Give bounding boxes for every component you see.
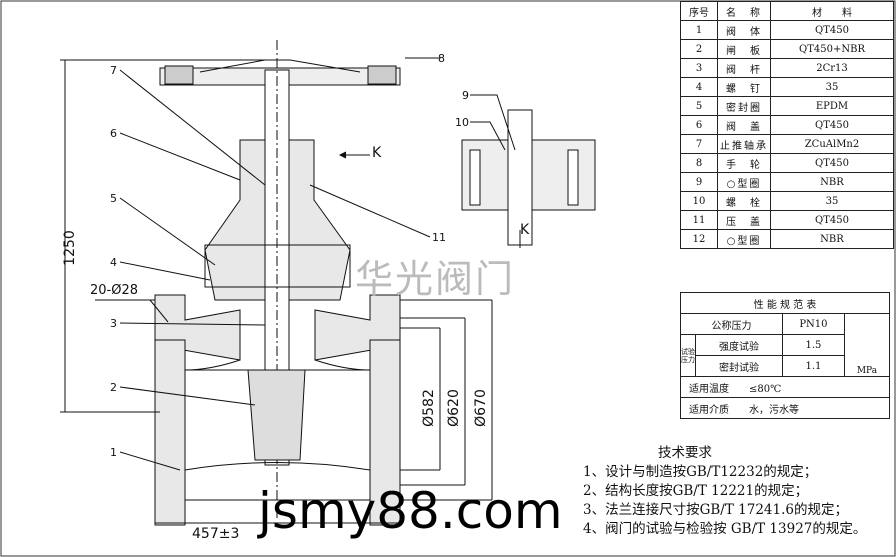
seal-value: 1.1 — [781, 355, 845, 377]
row-material: 2Cr13 — [770, 58, 894, 78]
temp-label: 适用温度 — [689, 383, 729, 395]
header-name: 名 称 — [717, 1, 771, 21]
balloon-3: 3 — [110, 317, 117, 330]
row-no: 3 — [680, 58, 718, 78]
d3-dimension: Ø670 — [472, 389, 489, 427]
brand-watermark: 华光阀门 — [355, 257, 516, 301]
row-no: 6 — [680, 115, 718, 135]
row-name: ○型圈 — [717, 172, 771, 192]
row-material: 35 — [770, 77, 894, 97]
row-name: 阀 盖 — [717, 115, 771, 135]
row-no: 9 — [680, 172, 718, 192]
row-no: 8 — [680, 153, 718, 173]
row-material: QT450 — [770, 153, 894, 173]
balloon-6: 6 — [110, 127, 117, 140]
row-name: 阀 体 — [717, 20, 771, 40]
row-name: 密封圈 — [717, 96, 771, 116]
strength-value: 1.5 — [781, 334, 845, 356]
holes-dimension: 20-Ø28 — [90, 283, 139, 298]
nominal-value: PN10 — [781, 313, 845, 335]
nominal-label: 公称压力 — [680, 313, 783, 335]
row-material: QT450 — [770, 20, 894, 40]
row-name: 螺 栓 — [717, 191, 771, 211]
balloon-2: 2 — [110, 381, 117, 394]
requirement-item: 4、阀门的试验与检验按 GB/T 13927的规定。 — [583, 521, 867, 537]
site-watermark: jsmy88.com — [258, 482, 563, 540]
test-label: 试验压力 — [680, 334, 696, 377]
medium-label: 适用介质 — [689, 404, 729, 416]
row-material: EPDM — [770, 96, 894, 116]
requirement-item: 2、结构长度按GB/T 12221的规定； — [583, 483, 809, 499]
seal-label: 密封试验 — [695, 355, 783, 377]
row-material: 35 — [770, 191, 894, 211]
row-material: NBR — [770, 172, 894, 192]
requirements-title: 技术要求 — [658, 445, 712, 461]
view-k-label-2: K — [520, 222, 530, 238]
row-no: 11 — [680, 210, 718, 230]
balloon-5: 5 — [110, 192, 117, 205]
table-header: 序号名 称材 料 — [680, 1, 894, 21]
requirement-item: 3、法兰连接尺寸按GB/T 17241.6的规定； — [583, 502, 848, 518]
medium-value: 水，污水等 — [749, 404, 799, 416]
row-name: 压 盖 — [717, 210, 771, 230]
length-dimension: 457±3 — [192, 526, 240, 542]
temp-value: ≤80℃ — [749, 383, 782, 395]
row-material: NBR — [770, 229, 894, 249]
row-no: 7 — [680, 134, 718, 154]
view-k-label: K — [372, 145, 382, 161]
row-no: 2 — [680, 39, 718, 59]
balloon-4: 4 — [110, 256, 117, 269]
unit: MPa — [843, 313, 891, 377]
d1-dimension: Ø582 — [420, 389, 437, 427]
header-material: 材 料 — [770, 1, 894, 21]
balloon-8: 8 — [438, 52, 445, 65]
row-no: 1 — [680, 20, 718, 40]
row-no: 10 — [680, 191, 718, 211]
d2-dimension: Ø620 — [445, 389, 462, 427]
row-material: QT450 — [770, 210, 894, 230]
header-no: 序号 — [680, 1, 718, 21]
technical-requirements: 技术要求 1、设计与制造按GB/T12232的规定； 2、结构长度按GB/T 1… — [583, 444, 866, 539]
row-material: QT450 — [770, 115, 894, 135]
height-dimension: 1250 — [61, 230, 78, 266]
balloon-11: 11 — [432, 231, 446, 244]
row-no: 5 — [680, 96, 718, 116]
balloon-1: 1 — [110, 446, 117, 459]
strength-label: 强度试验 — [695, 334, 783, 356]
requirement-item: 1、设计与制造按GB/T12232的规定； — [583, 464, 818, 480]
row-name: 闸 板 — [717, 39, 771, 59]
perf-title: 性 能 规 范 表 — [680, 292, 890, 314]
row-name: 螺 钉 — [717, 77, 771, 97]
balloon-9: 9 — [462, 89, 469, 102]
balloon-7: 7 — [110, 64, 117, 77]
row-no: 12 — [680, 229, 718, 249]
row-name: 阀 杆 — [717, 58, 771, 78]
row-name: ○型圈 — [717, 229, 771, 249]
balloon-10: 10 — [455, 116, 469, 129]
row-no: 4 — [680, 77, 718, 97]
row-name: 手 轮 — [717, 153, 771, 173]
row-material: QT450+NBR — [770, 39, 894, 59]
row-material: ZCuAlMn2 — [770, 134, 894, 154]
row-name: 止推轴承 — [717, 134, 771, 154]
